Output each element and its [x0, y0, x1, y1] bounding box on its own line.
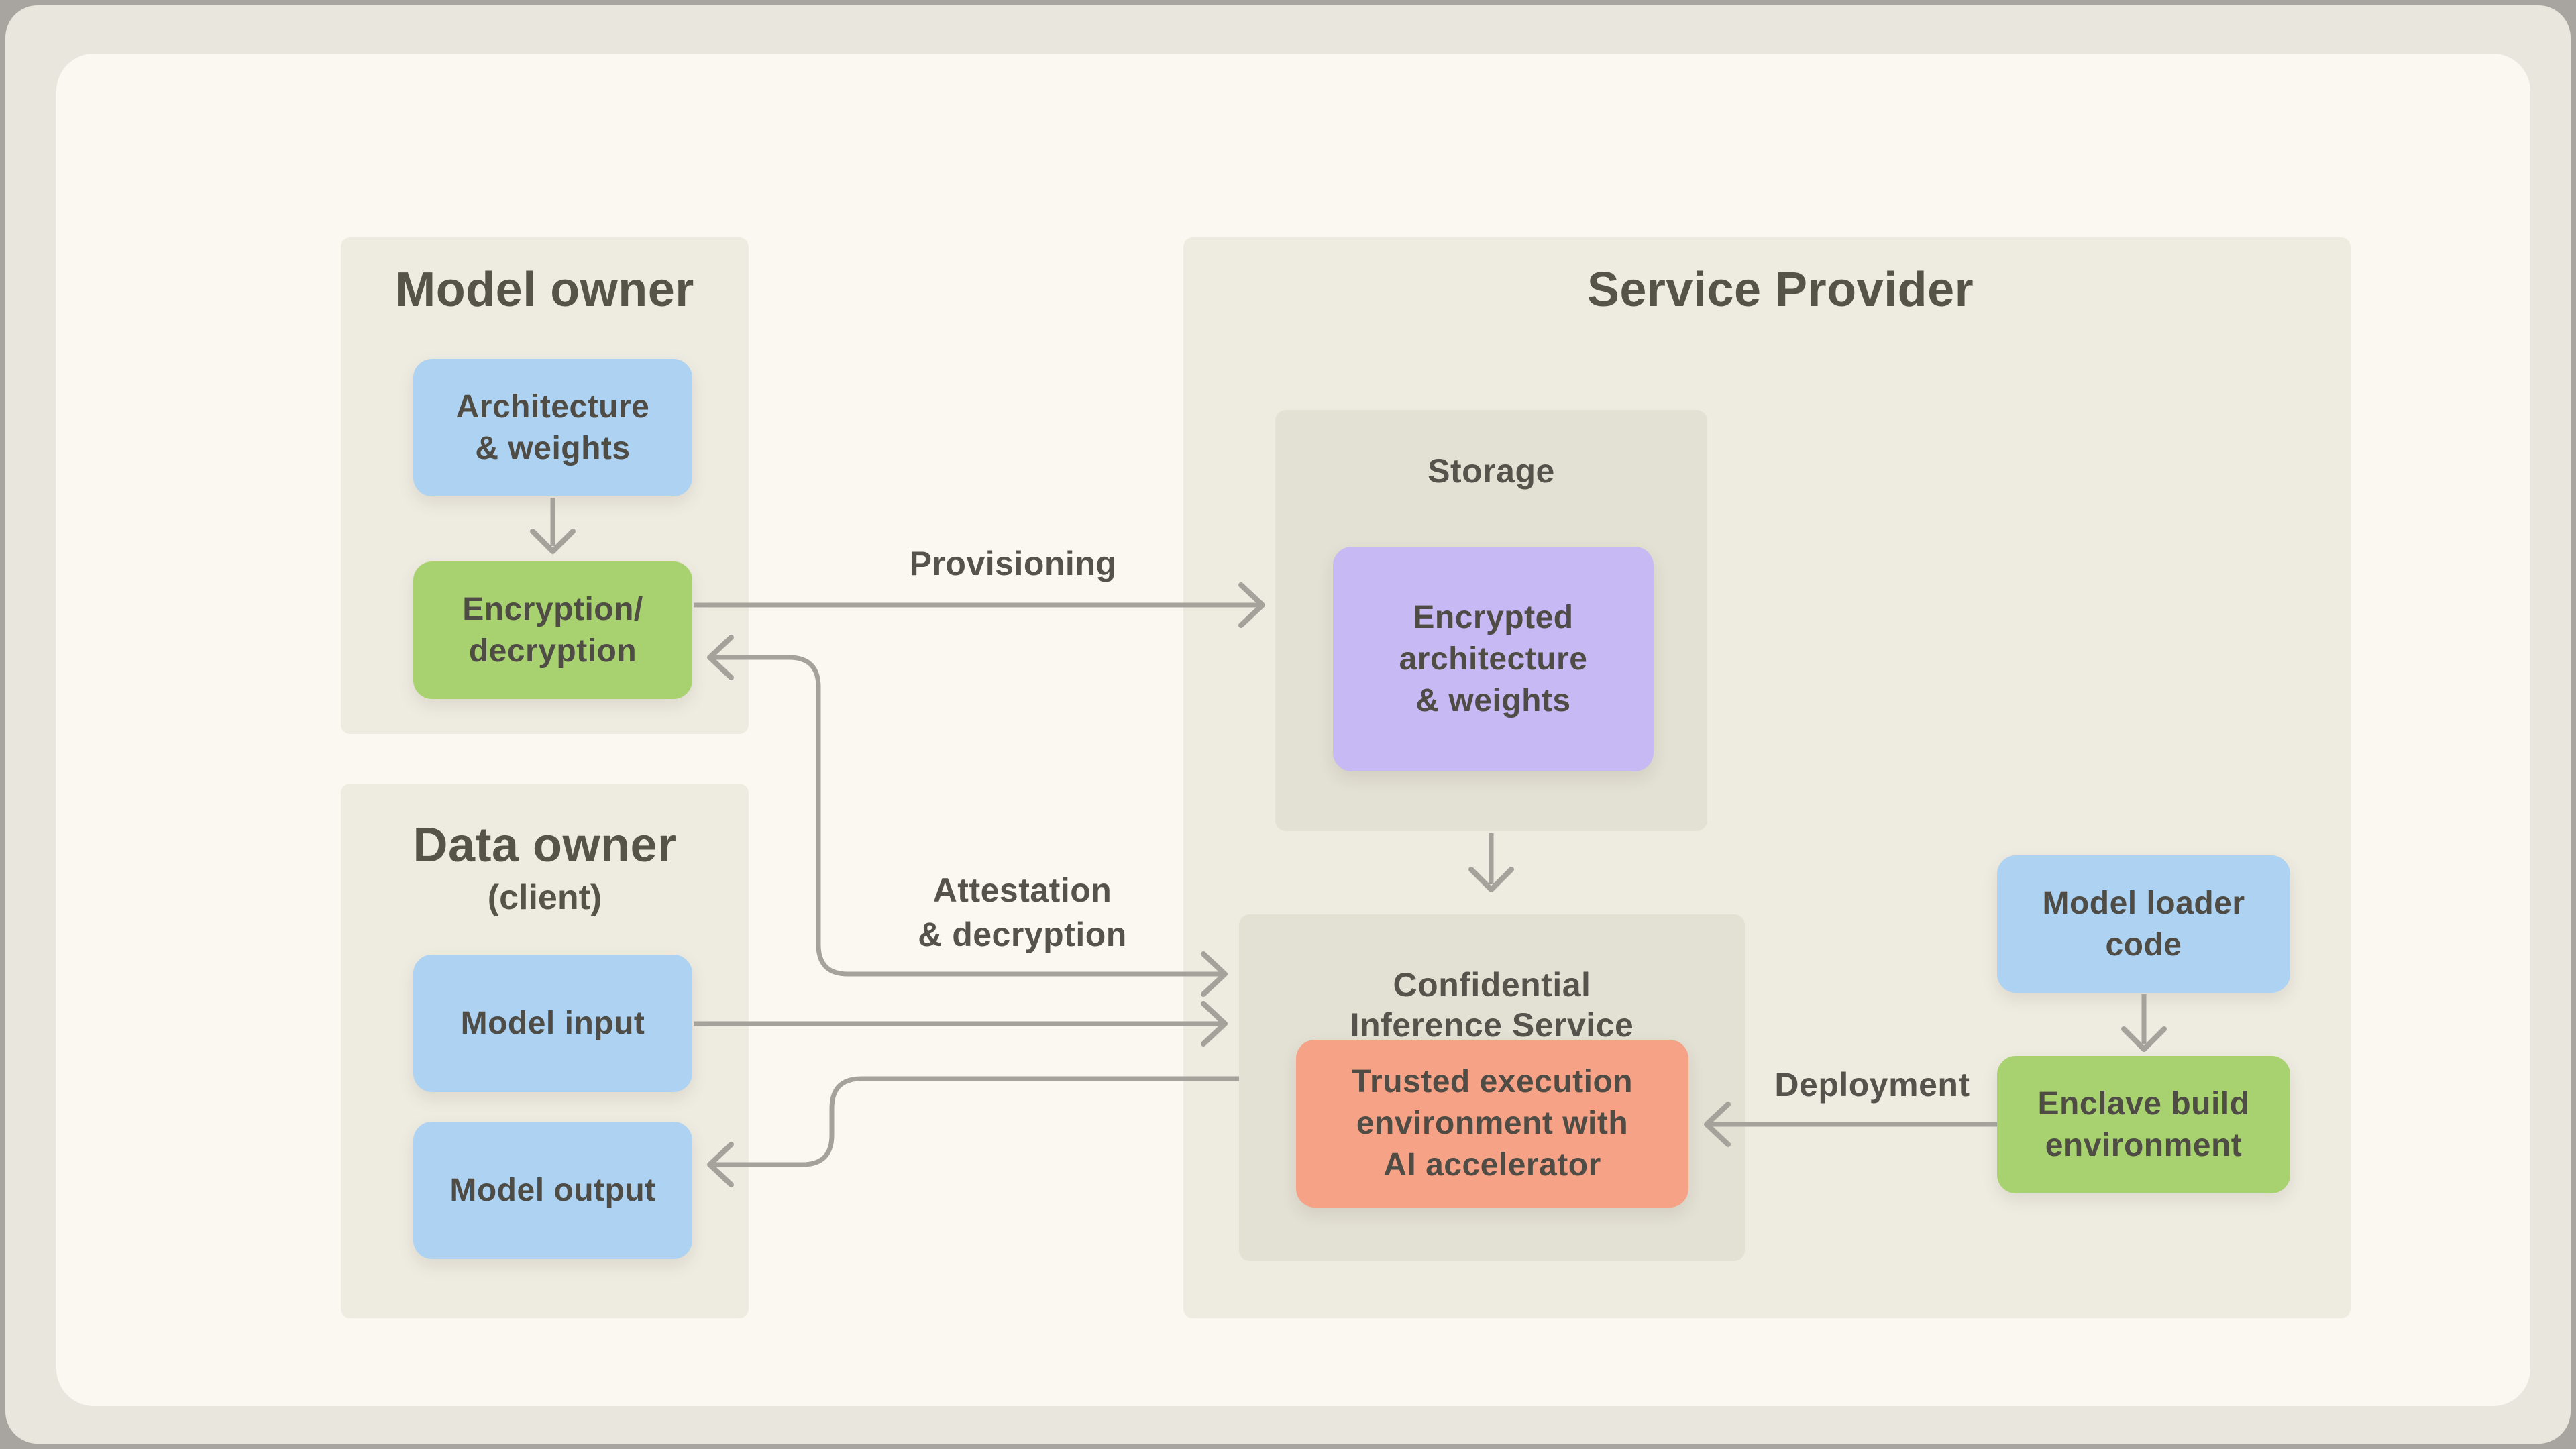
inference-service-title: Confidential Inference Service: [1350, 966, 1634, 1044]
architecture-weights-box: Architecture & weights: [413, 359, 692, 496]
provisioning-arrow: [694, 582, 1265, 628]
model-output-box: Model output: [413, 1122, 692, 1259]
service-provider-title: Service Provider: [1587, 263, 1974, 317]
data-owner-title: Data owner: [413, 818, 677, 872]
model-output-arrow: [707, 1076, 1239, 1187]
outer-card: Model owner Data owner (client) Service …: [5, 5, 2571, 1444]
model-input-box: Model input: [413, 955, 692, 1092]
model-input-arrow: [694, 1001, 1228, 1046]
model-owner-title: Model owner: [395, 263, 694, 317]
storage-title: Storage: [1428, 452, 1555, 490]
diagram-panel: Model owner Data owner (client) Service …: [56, 54, 2530, 1406]
deployment-label: Deployment: [1774, 1066, 1970, 1104]
attestation-decryption-label: Attestation & decryption: [918, 871, 1127, 953]
encryption-decryption-box: Encryption/ decryption: [413, 561, 692, 699]
enclave-build-box: Enclave build environment: [1997, 1056, 2290, 1193]
trusted-execution-box: Trusted execution environment with AI ac…: [1296, 1040, 1688, 1208]
provisioning-label: Provisioning: [909, 545, 1117, 582]
data-owner-subtitle: (client): [487, 878, 602, 917]
encrypted-architecture-box: Encrypted architecture & weights: [1333, 547, 1654, 771]
model-loader-code-box: Model loader code: [1997, 855, 2290, 993]
